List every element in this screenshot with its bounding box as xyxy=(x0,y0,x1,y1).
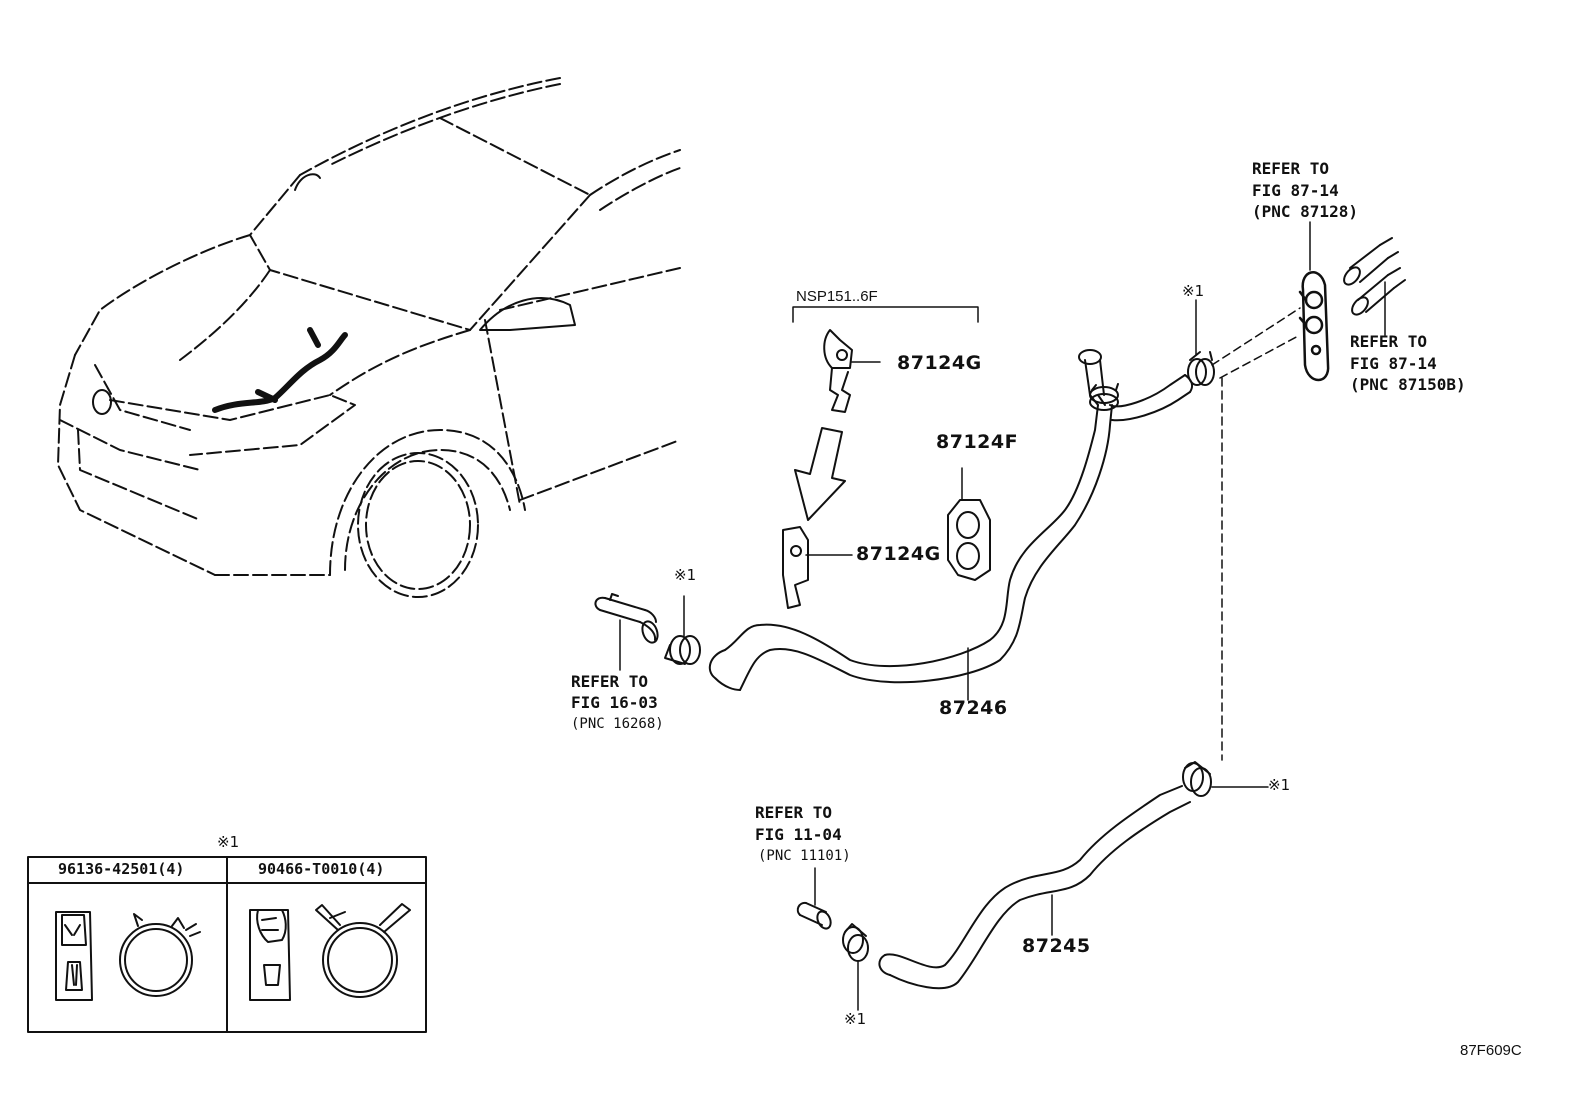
ref-pipe-line1: REFER TO xyxy=(1350,332,1428,351)
hose-clip-left xyxy=(664,595,701,665)
washer-valve-87128 xyxy=(1298,221,1330,382)
clip-mark-bottom: ※1 xyxy=(844,1010,867,1028)
install-direction-arrow xyxy=(794,427,846,521)
nsp-label: NSP151..6F xyxy=(796,288,878,305)
part-number-87246[interactable]: 87246 xyxy=(939,697,1008,719)
vehicle-emblem xyxy=(92,389,112,415)
clip-mark-left: ※1 xyxy=(674,566,697,584)
hose-clip-bottom xyxy=(842,923,869,1011)
engine-pipe-left xyxy=(594,593,659,671)
ref-engine-line3: (PNC 16268) xyxy=(571,716,664,732)
ref-engine-line2: FIG 16-03 xyxy=(571,693,658,712)
ref-valve-line3: (PNC 87128) xyxy=(1252,202,1358,221)
connection-dashed-lines xyxy=(1211,307,1301,761)
hose-87246 xyxy=(708,349,1194,701)
ref-pipe-line2: FIG 87-14 xyxy=(1350,354,1437,373)
part-number-87124f[interactable]: 87124F xyxy=(936,431,1019,453)
bracket-lower-87124g xyxy=(782,526,853,609)
ref-block-line2: FIG 11-04 xyxy=(755,825,842,844)
bracket-upper-87124g xyxy=(823,329,881,413)
clip-table xyxy=(27,856,427,1033)
diagram-code: 87F609C xyxy=(1460,1042,1522,1059)
ref-pipe-line3: (PNC 87150B) xyxy=(1350,375,1466,394)
part-number-87124g-upper[interactable]: 87124G xyxy=(897,352,982,374)
clip-table-col1-header[interactable]: 96136-42501(4) xyxy=(58,860,185,878)
clip-96136-drawing xyxy=(55,911,201,1001)
ref-valve-line1: REFER TO xyxy=(1252,159,1330,178)
hose-location-highlight xyxy=(212,327,348,413)
hose-clip-upper-right xyxy=(1187,299,1215,386)
clip-table-mark: ※1 xyxy=(217,833,240,851)
clip-mark-upper-right: ※1 xyxy=(1182,282,1205,300)
clip-mark-lower-right: ※1 xyxy=(1268,776,1291,794)
block-pipe-11101 xyxy=(796,867,832,930)
clip-90466-drawing xyxy=(249,903,411,1001)
part-number-87245[interactable]: 87245 xyxy=(1022,935,1091,957)
vehicle-outline xyxy=(57,77,681,598)
nsp-bracket-line xyxy=(792,306,979,323)
hose-87245 xyxy=(878,785,1191,990)
pipes-87150b xyxy=(1343,237,1406,336)
ref-block-line3: (PNC 11101) xyxy=(758,848,851,864)
ref-engine-line1: REFER TO xyxy=(571,672,649,691)
ref-block-line1: REFER TO xyxy=(755,803,833,822)
part-number-87124g-lower[interactable]: 87124G xyxy=(856,543,941,565)
ref-valve-line2: FIG 87-14 xyxy=(1252,181,1339,200)
hose-clip-lower-right xyxy=(1182,761,1269,797)
clamp-block-87124f xyxy=(947,467,991,581)
clip-table-col2-header[interactable]: 90466-T0010(4) xyxy=(258,860,385,878)
